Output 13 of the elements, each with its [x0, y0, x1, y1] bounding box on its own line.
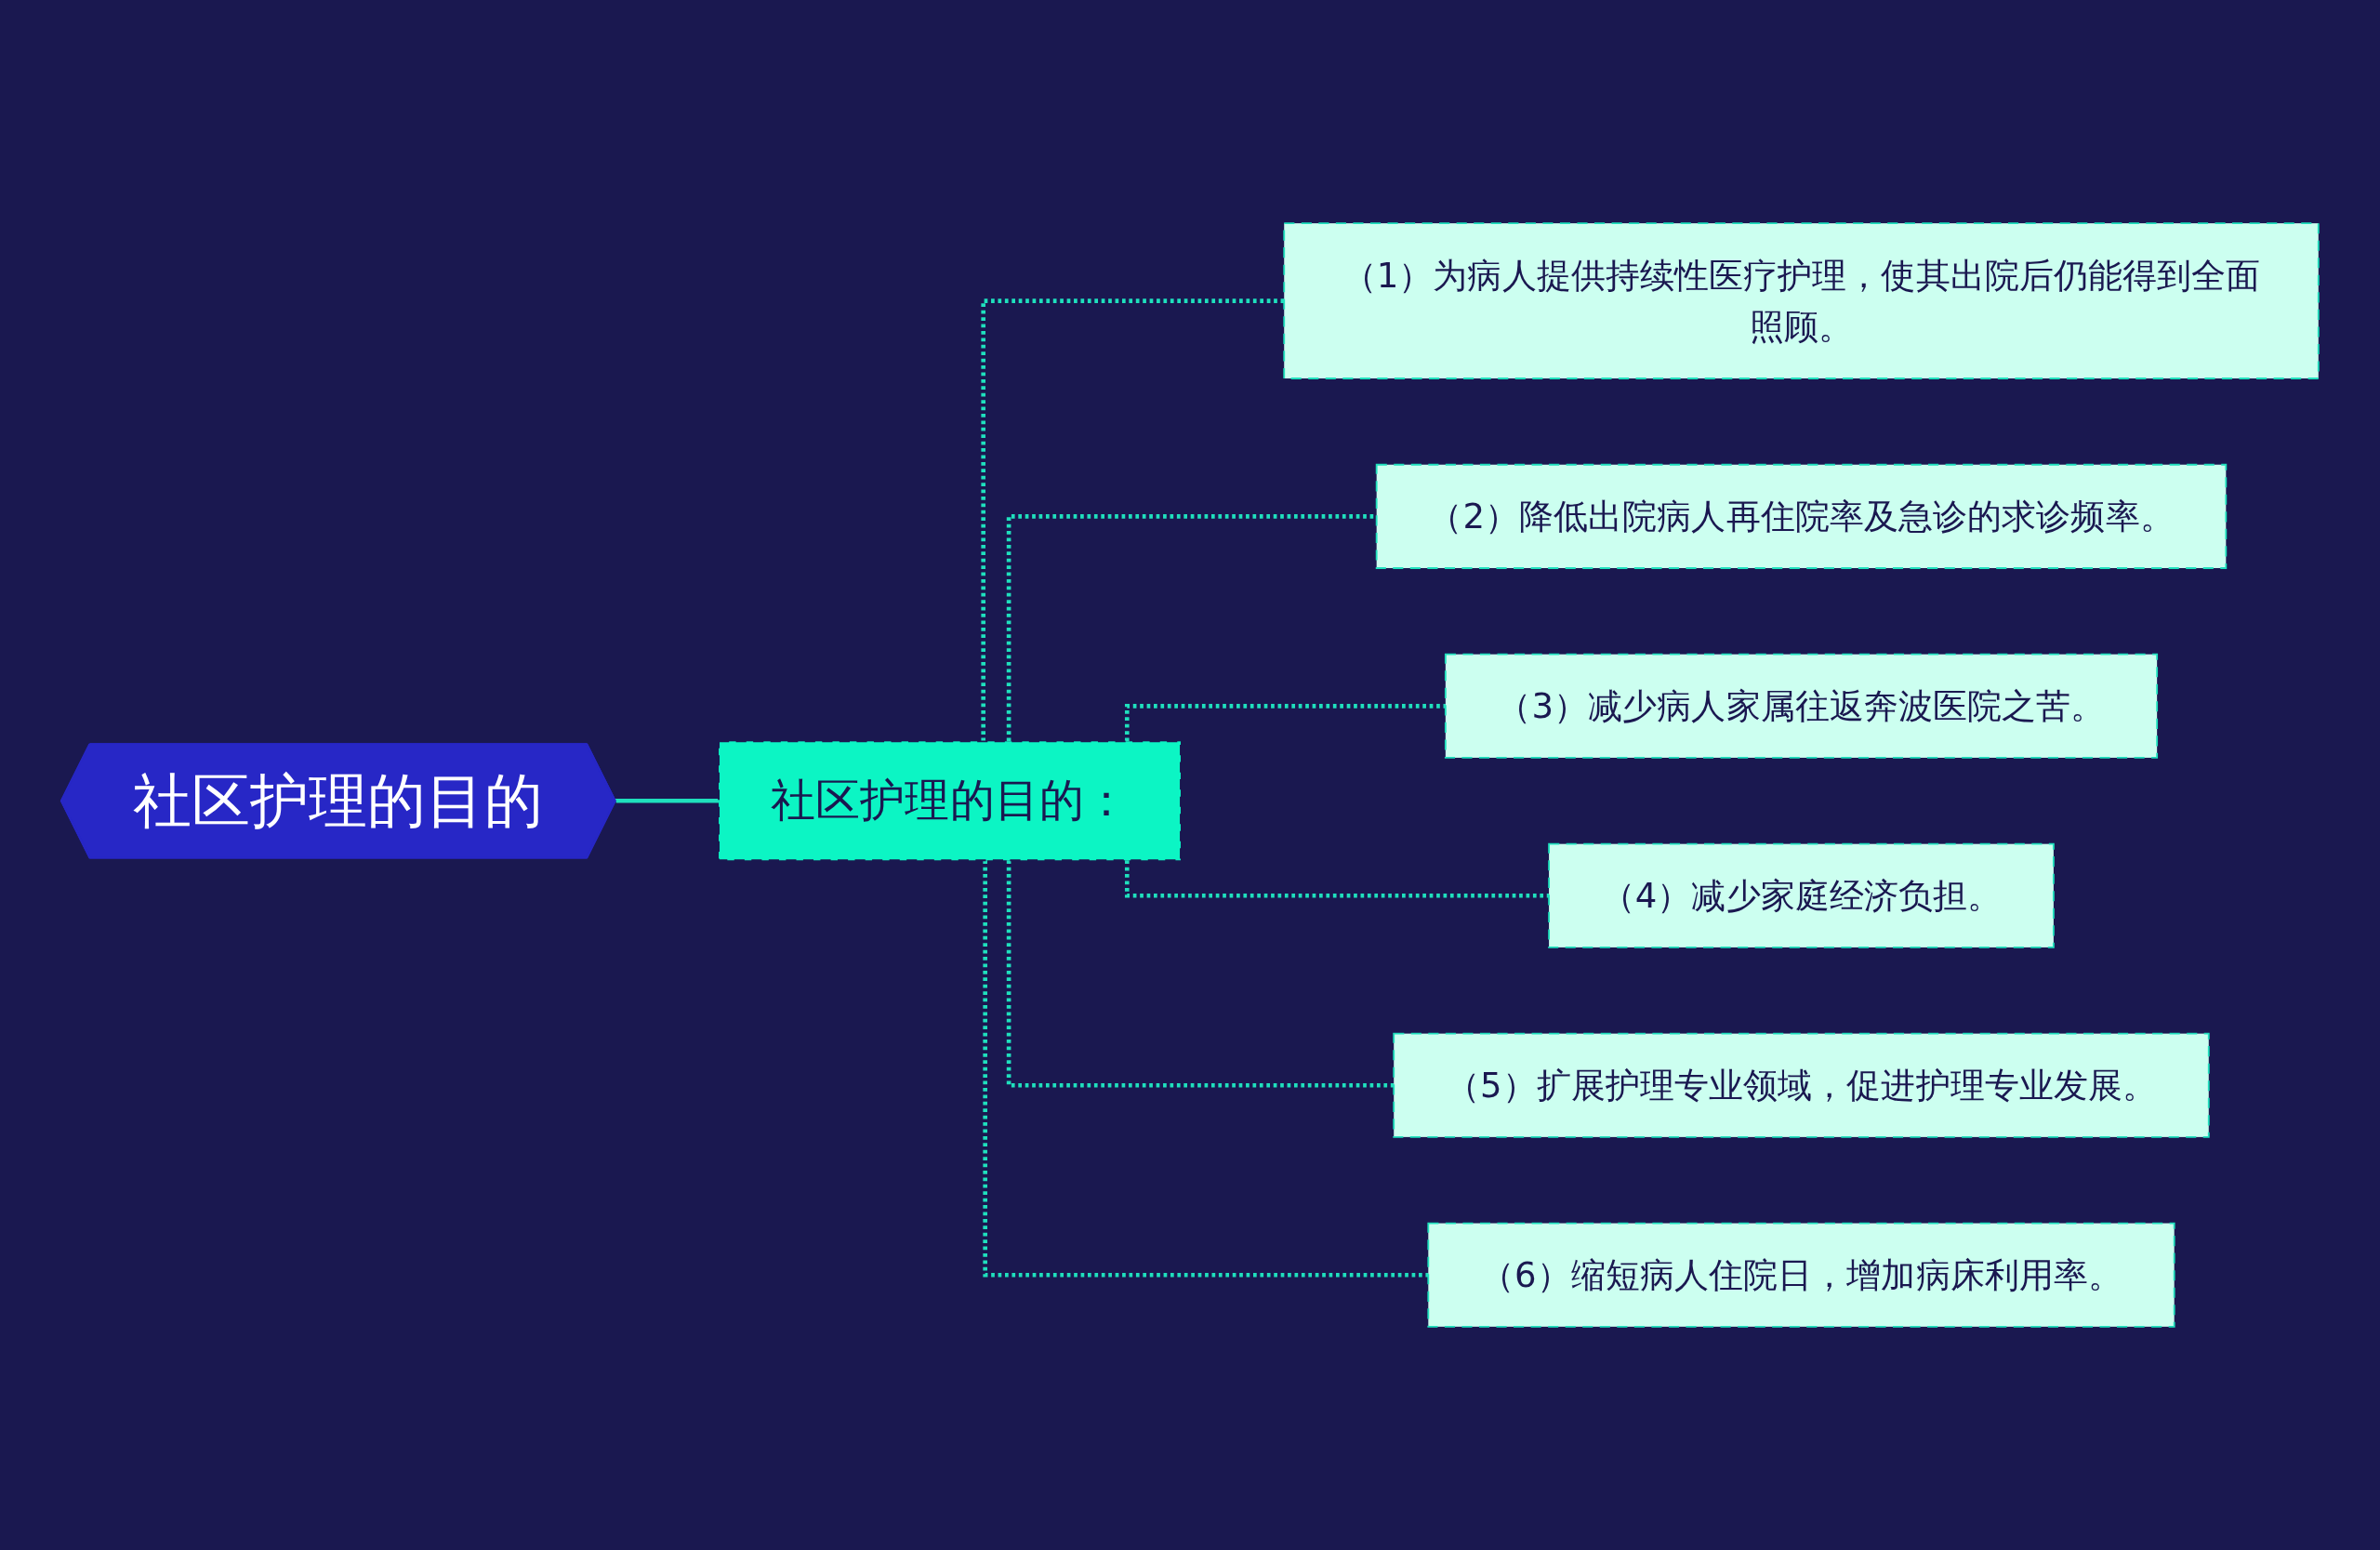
node-box: （4）减少家庭经济负担。 — [1548, 842, 2056, 948]
node-box: 社区护理的目的： — [718, 740, 1183, 862]
connector — [1007, 860, 1395, 1088]
node-box: （2）降低出院病人再住院率及急诊的求诊频率。 — [1375, 463, 2228, 569]
connector — [614, 799, 720, 804]
node-box: （6）缩短病人住院日，增加病床利用率。 — [1427, 1222, 2175, 1328]
node-box: （1）为病人提供持续性医疗护理，使其出院后仍能得到全面照顾。 — [1283, 222, 2320, 379]
node-box: （3）减少病人家属往返奔波医院之苦。 — [1445, 653, 2159, 759]
connector — [1125, 860, 1550, 898]
connector — [983, 860, 1429, 1278]
connector — [981, 298, 1285, 742]
connector — [1125, 704, 1447, 742]
node-box: （5）扩展护理专业领域，促进护理专业发展。 — [1393, 1032, 2210, 1138]
